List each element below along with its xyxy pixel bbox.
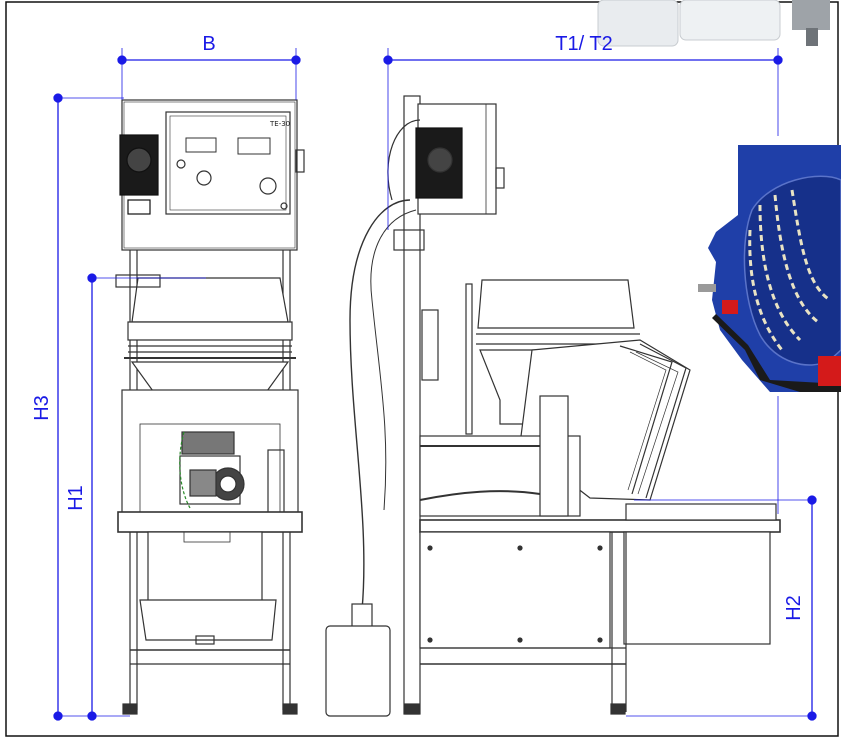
liquid-canister-icon [325, 603, 391, 717]
dimension-label-discharge-height: H2 [783, 595, 805, 621]
bowl-cutaway-detail-icon [698, 145, 841, 392]
dimension-label-working-height: H1 [65, 485, 87, 511]
dimension-lines [53, 48, 817, 721]
dimension-label-width: B [202, 33, 215, 55]
photo-fragment-top [597, 0, 830, 47]
control-panel-model-label: TE-30 [269, 120, 290, 128]
machine-front-view-icon [115, 99, 305, 715]
dimension-label-depth: T1/ T2 [555, 33, 612, 55]
machine-side-view-icon [349, 95, 781, 715]
dimension-label-total-height: H3 [31, 395, 53, 421]
